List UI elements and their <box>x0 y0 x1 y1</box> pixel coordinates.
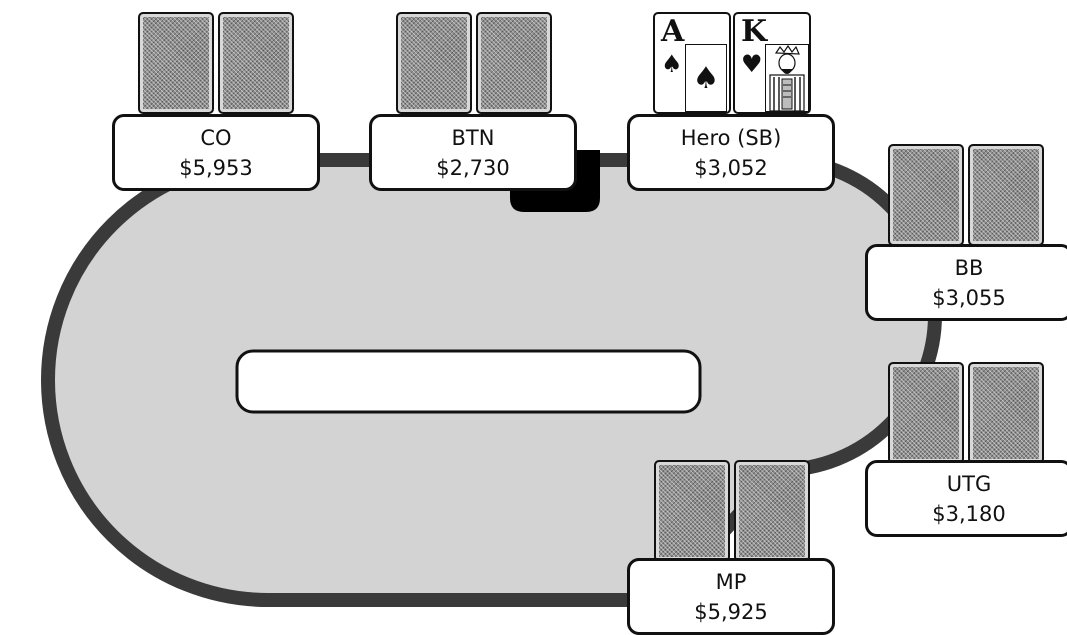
spade-icon: ♠ <box>693 61 720 96</box>
seat-bb[interactable]: BB $3,055 <box>865 244 1067 321</box>
seat-name: BTN <box>452 123 495 153</box>
card-back-icon <box>218 12 294 114</box>
seat-co[interactable]: CO $5,953 <box>112 114 320 191</box>
seat-name: CO <box>200 123 231 153</box>
seat-name: MP <box>716 567 747 597</box>
card-back-icon <box>968 362 1044 464</box>
seat-stack: $3,180 <box>932 499 1005 529</box>
heart-icon: ♥ <box>741 50 763 78</box>
king-figure-icon <box>765 44 809 112</box>
seat-name: UTG <box>947 469 991 499</box>
seat-hero[interactable]: Hero (SB) $3,052 <box>627 114 835 191</box>
card-back-icon <box>138 12 214 114</box>
card-back-icon <box>654 460 730 562</box>
card-center-pip: ♠ <box>685 44 727 112</box>
seat-name: BB <box>955 253 984 283</box>
card-back-icon <box>888 144 964 246</box>
board-area <box>237 351 700 412</box>
hero-card-king-hearts: K ♥ <box>733 12 811 114</box>
seat-name: Hero (SB) <box>681 123 782 153</box>
seat-stack: $3,055 <box>932 283 1005 313</box>
seat-utg[interactable]: UTG $3,180 <box>865 460 1067 537</box>
seat-stack: $5,953 <box>179 153 252 183</box>
card-rank: A <box>661 14 684 49</box>
seat-btn[interactable]: BTN $2,730 <box>369 114 577 191</box>
seat-stack: $2,730 <box>436 153 509 183</box>
card-back-icon <box>396 12 472 114</box>
card-back-icon <box>968 144 1044 246</box>
card-rank: K <box>741 14 767 49</box>
card-back-icon <box>476 12 552 114</box>
seat-stack: $3,052 <box>694 153 767 183</box>
seat-stack: $5,925 <box>694 597 767 627</box>
hero-card-ace-spades: A ♠ ♠ <box>653 12 731 114</box>
spade-icon: ♠ <box>661 50 683 78</box>
card-back-icon <box>734 460 810 562</box>
seat-mp[interactable]: MP $5,925 <box>627 558 835 635</box>
card-back-icon <box>888 362 964 464</box>
